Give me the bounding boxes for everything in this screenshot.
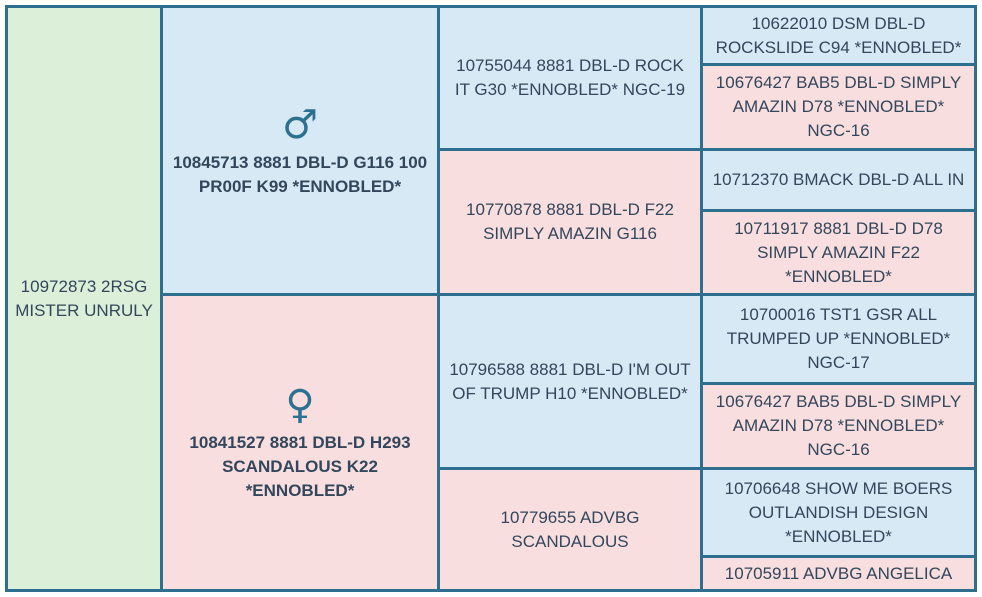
great-grandparent-label: 10622010 DSM DBL-D ROCKSLIDE C94 *ENNOBL…	[715, 13, 962, 57]
female-icon: ♀	[285, 381, 315, 428]
sire-cell: ♂ 10845713 8881 DBL-D G116 100 PR00F K99…	[163, 8, 437, 293]
great-grandparent-cell-1: 10622010 DSM DBL-D ROCKSLIDE C94 *ENNOBL…	[703, 8, 974, 63]
dam-label: 10841527 8881 DBL-D H293 SCANDALOUS K22 …	[189, 432, 411, 500]
subject-cell: 10972873 2RSG MISTER UNRULY	[8, 8, 160, 589]
great-grandparent-cell-8: 10705911 ADVBG ANGELICA	[703, 558, 974, 589]
great-grandparent-label: 10712370 BMACK DBL-D ALL IN	[712, 170, 965, 189]
great-grandparent-cell-2: 10676427 BAB5 DBL-D SIMPLY AMAZIN D78 *E…	[703, 66, 974, 148]
grandparent-label: 10770878 8881 DBL-D F22 SIMPLY AMAZIN G1…	[466, 200, 674, 243]
grandparent-cell-sire-of-sire: 10755044 8881 DBL-D ROCK IT G30 *ENNOBLE…	[440, 8, 700, 148]
sire-label: 10845713 8881 DBL-D G116 100 PR00F K99 *…	[172, 152, 428, 196]
great-grandparent-cell-3: 10712370 BMACK DBL-D ALL IN	[703, 151, 974, 209]
subject-label: 10972873 2RSG MISTER UNRULY	[15, 276, 153, 320]
great-grandparent-cell-6: 10676427 BAB5 DBL-D SIMPLY AMAZIN D78 *E…	[703, 385, 974, 467]
great-grandparent-label: 10705911 ADVBG ANGELICA	[724, 563, 953, 583]
grandparent-label: 10755044 8881 DBL-D ROCK IT G30 *ENNOBLE…	[454, 56, 686, 99]
great-grandparent-cell-5: 10700016 TST1 GSR ALL TRUMPED UP *ENNOBL…	[703, 296, 974, 382]
great-grandparent-label: 10676427 BAB5 DBL-D SIMPLY AMAZIN D78 *E…	[715, 73, 962, 140]
grandparent-cell-sire-of-dam: 10796588 8881 DBL-D I'M OUT OF TRUMP H10…	[440, 296, 700, 467]
grandparent-label: 10796588 8881 DBL-D I'M OUT OF TRUMP H10…	[449, 359, 691, 403]
great-grandparent-label: 10676427 BAB5 DBL-D SIMPLY AMAZIN D78 *E…	[715, 392, 962, 459]
grandparent-label: 10779655 ADVBG SCANDALOUS	[500, 507, 640, 551]
great-grandparent-cell-7: 10706648 SHOW ME BOERS OUTLANDISH DESIGN…	[703, 470, 974, 555]
great-grandparent-label: 10706648 SHOW ME BOERS OUTLANDISH DESIGN…	[724, 478, 953, 546]
dam-cell: ♀ 10841527 8881 DBL-D H293 SCANDALOUS K2…	[163, 296, 437, 589]
great-grandparent-label: 10700016 TST1 GSR ALL TRUMPED UP *ENNOBL…	[726, 305, 951, 372]
male-icon: ♂	[282, 101, 318, 148]
grandparent-cell-dam-of-dam: 10779655 ADVBG SCANDALOUS	[440, 470, 700, 589]
pedigree-table: 10972873 2RSG MISTER UNRULY ♂ 10845713 8…	[5, 5, 977, 592]
grandparent-cell-dam-of-sire: 10770878 8881 DBL-D F22 SIMPLY AMAZIN G1…	[440, 151, 700, 293]
great-grandparent-label: 10711917 8881 DBL-D D78 SIMPLY AMAZIN F2…	[734, 218, 943, 286]
great-grandparent-cell-4: 10711917 8881 DBL-D D78 SIMPLY AMAZIN F2…	[703, 212, 974, 293]
